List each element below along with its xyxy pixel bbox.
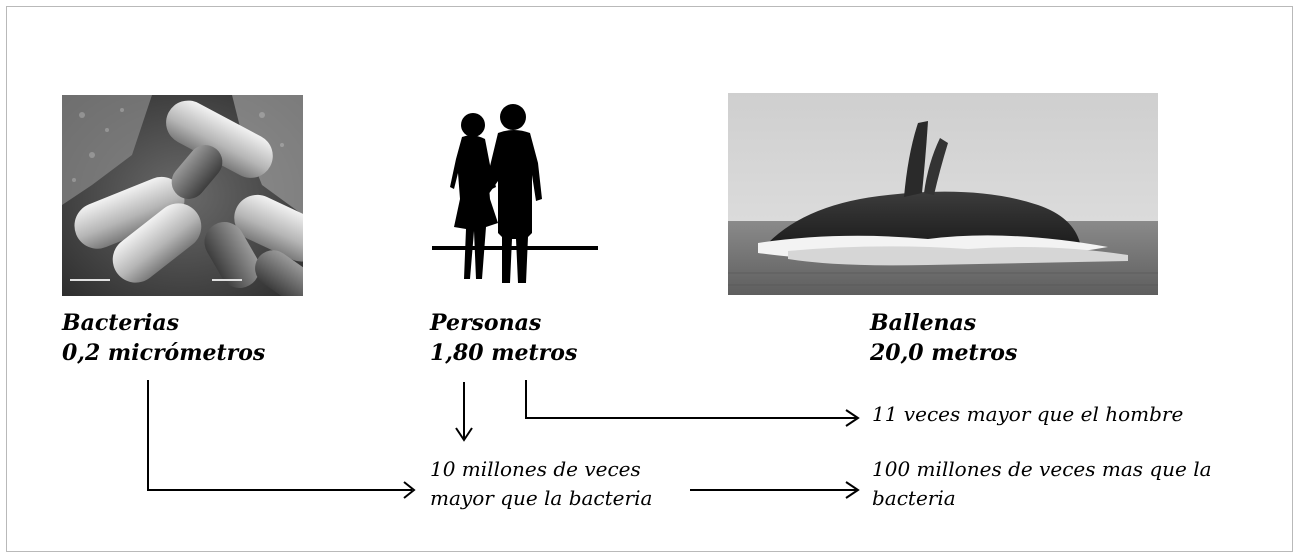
whale-vs-bacteria-line-1: 100 millones de veces mas que la	[872, 457, 1212, 481]
human-to-whale-arrow	[525, 380, 856, 419]
human-vs-bacteria-line-2: mayor que la bacteria	[430, 486, 653, 510]
bacteria-to-human-arrow	[147, 380, 412, 491]
diagram-frame	[6, 6, 1293, 552]
people-name: Personas	[430, 310, 542, 336]
human-vs-bacteria-line-1: 10 millones de veces	[430, 457, 641, 481]
bacteria-name: Bacterias	[62, 310, 179, 336]
people-silhouette-image	[432, 104, 598, 283]
bacteria-size: 0,2 micrómetros	[62, 340, 266, 366]
whale-name: Ballenas	[870, 310, 977, 336]
whale-size: 20,0 metros	[870, 340, 1018, 366]
whale-vs-bacteria-line-2: bacteria	[872, 486, 956, 510]
whale-image	[728, 93, 1158, 295]
whale-vs-human-note: 11 veces mayor que el hombre	[872, 402, 1184, 426]
people-size: 1,80 metros	[430, 340, 578, 366]
bacteria-image	[62, 95, 303, 296]
